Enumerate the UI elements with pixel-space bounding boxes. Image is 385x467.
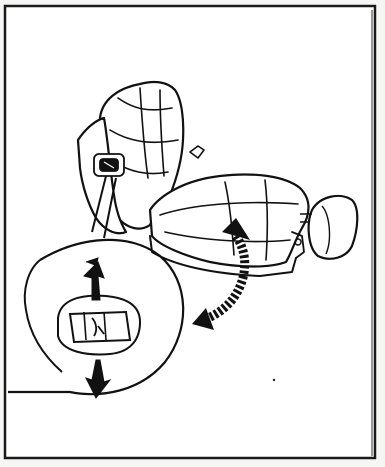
- switch-closeup-icon: [58, 296, 140, 355]
- scan-speck: [273, 379, 275, 381]
- recliner-switch-icon: [94, 154, 124, 176]
